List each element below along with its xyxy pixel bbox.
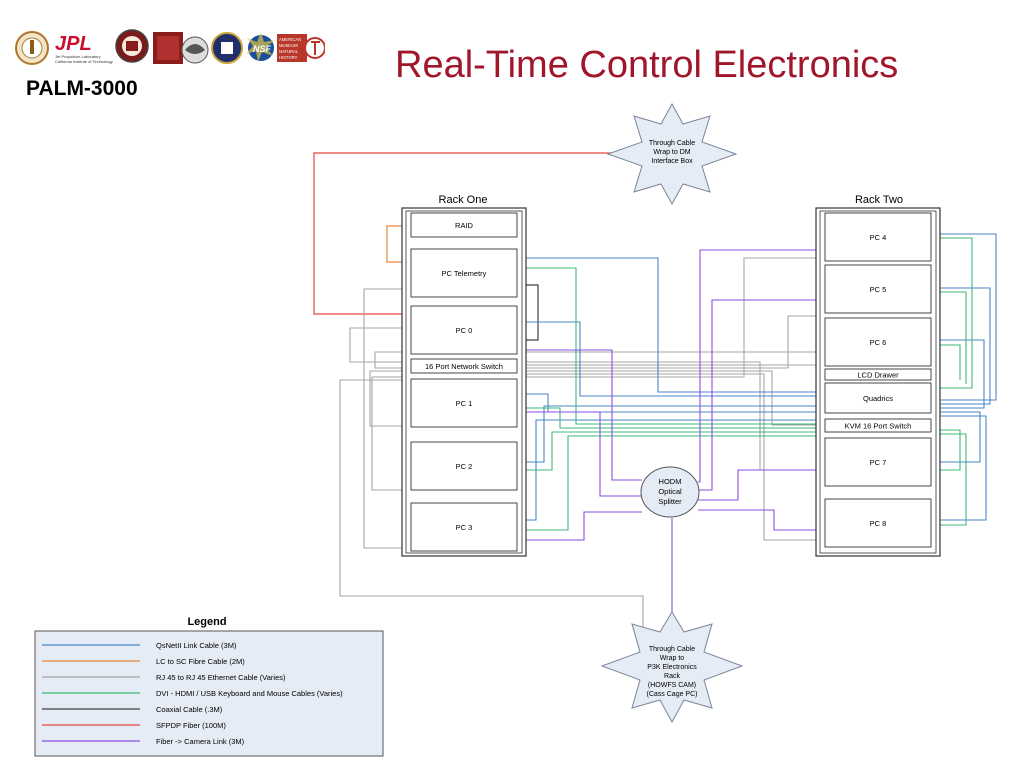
star-p3k-rack: Through Cable Wrap to P3K Electronics Ra… [600, 611, 744, 724]
legend-label: LC to SC Fibre Cable (2M) [156, 657, 245, 666]
svg-text:PC 8: PC 8 [870, 519, 887, 528]
star-p3k-line-5: (HOWFS CAM) [648, 682, 696, 689]
rack-one: Rack One RAID PC Telemetry PC 0 16 Port … [401, 194, 527, 557]
jpl-logo: JPL Jet Propulsion Laboratory California… [55, 33, 113, 64]
svg-text:PC Telemetry: PC Telemetry [442, 269, 487, 278]
hodm-optical-splitter: HODM Optical Splitter [640, 466, 700, 518]
slide-title: Real-Time Control Electronics [395, 44, 899, 86]
cable-lc-sc-fibre [386, 225, 411, 263]
svg-text:PC 2: PC 2 [456, 462, 473, 471]
legend-label: RJ 45 to RJ 45 Ethernet Cable (Varies) [156, 673, 286, 682]
star-dm-line-2: Wrap to DM [653, 149, 690, 156]
cable-sfpdp-fiber [313, 152, 622, 315]
legend-item: RJ 45 to RJ 45 Ethernet Cable (Varies) [42, 673, 286, 682]
rack-unit-kvm-switch: KVM 16 Port Switch [824, 418, 932, 433]
svg-text:PC 4: PC 4 [870, 233, 887, 242]
legend-label: SFPDP Fiber (100M) [156, 721, 226, 730]
rack-two: Rack Two PC 4 PC 5 PC 6 LCD Drawer Quadr… [815, 194, 941, 557]
star-p3k-line-3: P3K Electronics [647, 664, 697, 671]
eagle-seal-logo [181, 36, 209, 64]
rack-unit-pc-telemetry: PC Telemetry [410, 248, 518, 298]
rack-two-title: Rack Two [855, 194, 903, 206]
rack-one-title: Rack One [439, 194, 488, 206]
rack-unit-pc-0: PC 0 [410, 305, 518, 355]
svg-text:PC 7: PC 7 [870, 458, 887, 467]
svg-text:PC 6: PC 6 [870, 338, 887, 347]
svg-text:16 Port Network Switch: 16 Port Network Switch [425, 362, 503, 371]
cable-dvi-usb-group [517, 237, 973, 531]
svg-text:LCD Drawer: LCD Drawer [857, 371, 899, 380]
svg-text:PC 0: PC 0 [456, 326, 473, 335]
legend-title: Legend [187, 616, 226, 628]
legend-label: Coaxial Cable (.3M) [156, 705, 223, 714]
legend-item: Fiber -> Camera Link (3M) [42, 737, 245, 746]
oxford-seal-logo [211, 32, 243, 64]
legend-item: QsNetII Link Cable (3M) [42, 641, 237, 650]
svg-text:PC 5: PC 5 [870, 285, 887, 294]
rack-unit-pc-4: PC 4 [824, 212, 932, 262]
cable-coaxial [517, 284, 539, 341]
star-dm-line-1: Through Cable [649, 140, 695, 147]
star-p3k-line-6: (Cass Cage PC) [647, 691, 698, 698]
cable-camera-link-group [517, 249, 825, 634]
svg-text:MUSEUM: MUSEUM [279, 43, 298, 48]
legend-label: QsNetII Link Cable (3M) [156, 641, 237, 650]
legend-item: Coaxial Cable (.3M) [42, 705, 223, 714]
svg-text:NSF: NSF [253, 44, 272, 54]
svg-text:Optical: Optical [658, 487, 682, 496]
svg-text:PC 3: PC 3 [456, 523, 473, 532]
svg-text:Quadrics: Quadrics [863, 394, 893, 403]
legend-item: SFPDP Fiber (100M) [42, 721, 226, 730]
university-seal-logo [115, 29, 149, 63]
cable-ethernet-group [339, 257, 825, 634]
star-p3k-line-4: Rack [664, 673, 680, 680]
rack-unit-lcd-drawer: LCD Drawer [824, 368, 932, 381]
svg-text:RAID: RAID [455, 221, 474, 230]
museum-logo: AMERICAN MUSEUM NATURAL HISTORY [277, 34, 325, 62]
rack-unit-pc-3: PC 3 [410, 502, 518, 552]
svg-text:PC 1: PC 1 [456, 399, 473, 408]
nsf-logo: NSF [246, 32, 275, 62]
svg-text:HISTORY: HISTORY [279, 55, 298, 60]
rack-unit-pc-8: PC 8 [824, 498, 932, 548]
svg-text:AMERICAN: AMERICAN [279, 37, 301, 42]
rack-unit-pc-6: PC 6 [824, 317, 932, 367]
rack-unit-raid: RAID [410, 212, 518, 238]
rack-unit-pc-5: PC 5 [824, 264, 932, 314]
star-p3k-line-1: Through Cable [649, 646, 695, 653]
logo-strip: JPL Jet Propulsion Laboratory California… [15, 29, 325, 65]
svg-text:KVM 16 Port Switch: KVM 16 Port Switch [845, 422, 912, 431]
rack-unit-pc-2: PC 2 [410, 441, 518, 491]
star-dm-line-3: Interface Box [651, 158, 693, 165]
rack-unit-quadrics: Quadrics [824, 382, 932, 414]
legend-item: DVI - HDMI / USB Keyboard and Mouse Cabl… [42, 689, 343, 698]
rack-unit-pc-7: PC 7 [824, 437, 932, 487]
svg-text:Jet Propulsion Laboratory: Jet Propulsion Laboratory [55, 54, 101, 59]
legend: Legend QsNetII Link Cable (3M) LC to SC F… [34, 616, 384, 757]
cornell-logo [153, 32, 183, 64]
svg-text:JPL: JPL [55, 33, 92, 55]
caltech-seal-logo [15, 31, 49, 65]
star-dm-interface: Through Cable Wrap to DM Interface Box [606, 102, 738, 206]
rack-unit-pc-1: PC 1 [410, 378, 518, 428]
legend-label: Fiber -> Camera Link (3M) [156, 737, 245, 746]
rack-unit-network-switch: 16 Port Network Switch [410, 358, 518, 374]
svg-text:HODM: HODM [659, 477, 682, 486]
svg-text:Splitter: Splitter [658, 497, 682, 506]
svg-text:California Institute of Techno: California Institute of Technology [55, 59, 113, 64]
star-p3k-line-2: Wrap to [660, 655, 684, 662]
legend-item: LC to SC Fibre Cable (2M) [42, 657, 245, 666]
legend-label: DVI - HDMI / USB Keyboard and Mouse Cabl… [156, 689, 343, 698]
svg-text:NATURAL: NATURAL [279, 49, 299, 54]
brand-label: PALM-3000 [26, 77, 138, 100]
